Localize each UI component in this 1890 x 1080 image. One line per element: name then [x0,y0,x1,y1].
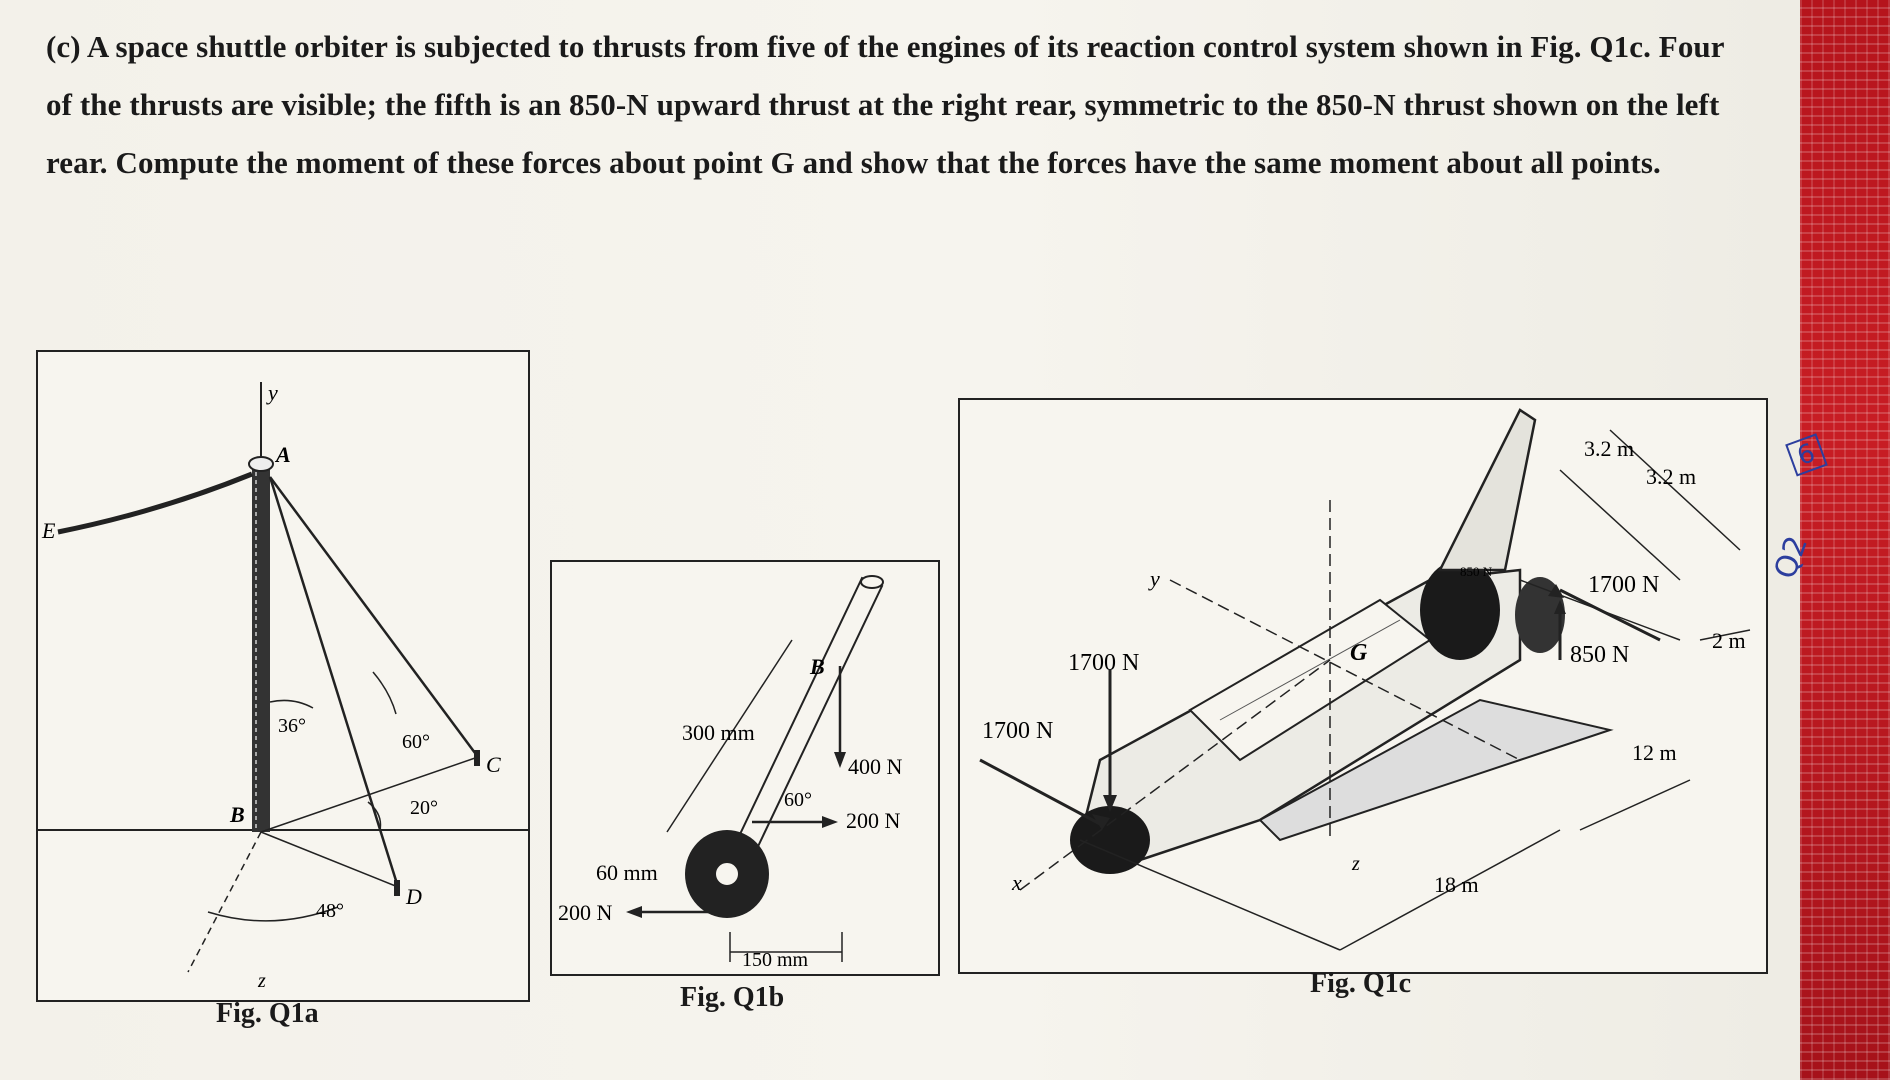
fig-c-850N: 850 N [1570,642,1629,668]
fig-c-1700N-top: 1700 N [1068,650,1139,676]
fig-c-1700N-right: 1700 N [1588,572,1659,598]
figure-q1c-drawing: y x z G 1700 N 1700 N 1700 N 850 N 850 N… [979,408,1751,951]
fig-b-60mm: 60 mm [596,860,658,885]
background-cloth [1800,0,1890,1080]
fig-c-1700N-left: 1700 N [982,718,1053,744]
fig-b-B-label: B [809,654,825,679]
fig-b-200N-left: 200 N [558,900,613,925]
fig-a-C-label: C [486,752,501,777]
fig-a-angle-20: 20° [410,797,438,819]
fig-a-D-label: D [405,884,422,909]
fig-c-3.2m-b: 3.2 m [1646,464,1696,489]
figure-q1b-drawing: B 300 mm 400 N 60° 200 N 60 mm 200 N 150… [558,575,903,971]
fig-a-angle-36: 36° [278,715,306,737]
fig-b-400N: 400 N [848,754,903,779]
fig-q1a-caption: Fig. Q1a [216,998,319,1029]
fig-c-y-label: y [1148,566,1160,591]
fig-a-angle-60: 60° [402,731,430,753]
fig-c-18m: 18 m [1434,872,1479,897]
fig-c-850N-small: 850 N [1460,564,1493,579]
fig-b-200N-right: 200 N [846,808,901,833]
fig-a-A-label: A [274,442,291,467]
figure-q1a: y A E B C D z 36° 60° 20° 48° [36,350,530,1002]
fig-b-angle-60: 60° [784,789,812,811]
figure-q1b: B 300 mm 400 N 60° 200 N 60 mm 200 N 150… [550,560,940,976]
fig-a-y-label: y [266,380,278,405]
fig-c-2m: 2 m [1712,628,1746,653]
figure-q1a-drawing: y A E B C D z 36° 60° 20° 48° [38,380,528,992]
fig-q1c-caption: Fig. Q1c [1310,968,1412,999]
fig-a-angle-48: 48° [316,900,344,922]
fig-b-150mm: 150 mm [742,949,809,971]
fig-q1b-caption: Fig. Q1b [680,982,785,1013]
fig-c-12m: 12 m [1632,740,1677,765]
fig-a-z-label: z [257,970,266,992]
question-text: A space shuttle orbiter is subjected to … [46,29,1725,180]
fig-b-300mm: 300 mm [682,720,755,745]
fig-c-z-label: z [1351,853,1360,875]
figure-q1c: y x z G 1700 N 1700 N 1700 N 850 N 850 N… [958,398,1768,974]
fig-a-B-label: B [229,802,245,827]
fig-a-E-label: E [41,518,56,543]
fig-c-3.2m-a: 3.2 m [1584,436,1634,461]
question-c: (c) A space shuttle orbiter is subjected… [46,18,1746,192]
fig-c-x-label: x [1011,870,1022,895]
question-label: (c) [46,29,81,64]
fig-c-G-label: G [1350,640,1368,666]
